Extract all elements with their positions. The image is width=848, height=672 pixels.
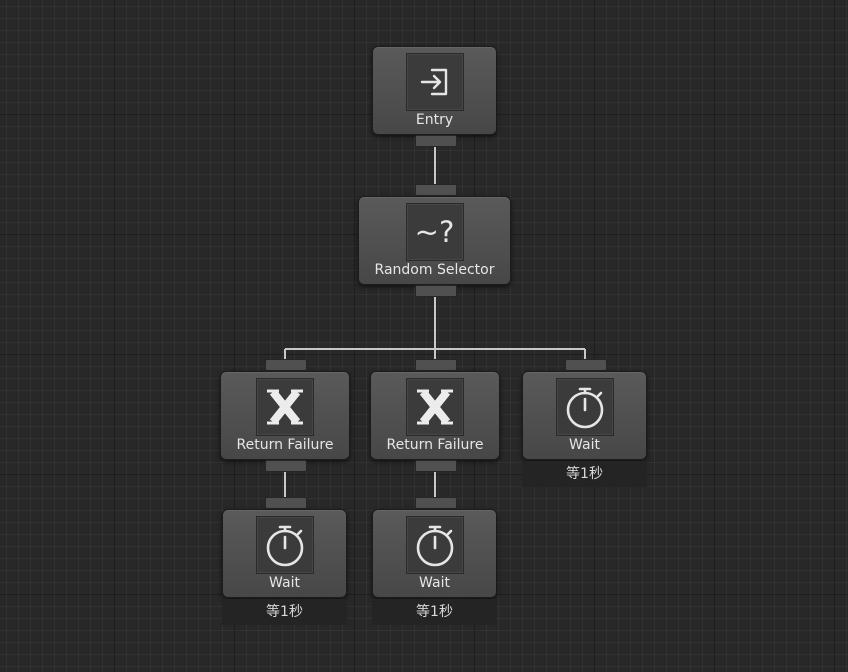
entry-output-port[interactable] xyxy=(415,135,457,147)
return-failure-icon xyxy=(256,378,314,436)
entry-icon xyxy=(405,53,464,111)
wait-node-middle[interactable]: Wait xyxy=(372,509,497,598)
wait-node-right[interactable]: Wait xyxy=(522,371,647,460)
return-failure-node-1[interactable]: Return Failure xyxy=(220,371,350,460)
selector-output-port[interactable] xyxy=(415,285,457,297)
wait-right-label: Wait xyxy=(569,437,600,453)
return-failure-2-label: Return Failure xyxy=(386,437,484,453)
stopwatch-icon xyxy=(255,516,314,574)
wait-left-label: Wait xyxy=(269,575,300,591)
entry-label: Entry xyxy=(415,112,454,128)
wait-left-input-port[interactable] xyxy=(265,497,307,509)
selector-input-port[interactable] xyxy=(415,184,457,196)
return-failure-icon xyxy=(406,378,464,436)
wait-middle-comment: 等1秒 xyxy=(372,599,497,625)
return-failure-2-output-port[interactable] xyxy=(415,460,457,472)
random-selector-icon: ~? xyxy=(405,203,464,261)
return-failure-1-input-port[interactable] xyxy=(265,359,307,371)
random-selector-label: Random Selector xyxy=(374,262,495,278)
return-failure-2-input-port[interactable] xyxy=(415,359,457,371)
entry-node[interactable]: Entry xyxy=(372,46,497,135)
wait-left-comment: 等1秒 xyxy=(222,599,347,625)
wait-node-left[interactable]: Wait xyxy=(222,509,347,598)
return-failure-1-output-port[interactable] xyxy=(265,460,307,472)
return-failure-1-label: Return Failure xyxy=(236,437,334,453)
stopwatch-icon xyxy=(405,516,464,574)
wait-middle-label: Wait xyxy=(419,575,450,591)
wait-right-comment: 等1秒 xyxy=(522,461,647,487)
random-selector-node[interactable]: ~? Random Selector xyxy=(358,196,511,285)
wait-middle-input-port[interactable] xyxy=(415,497,457,509)
return-failure-node-2[interactable]: Return Failure xyxy=(370,371,500,460)
wait-right-input-port[interactable] xyxy=(565,359,607,371)
random-selector-icon-glyph: ~? xyxy=(414,215,455,249)
stopwatch-icon xyxy=(555,378,614,436)
